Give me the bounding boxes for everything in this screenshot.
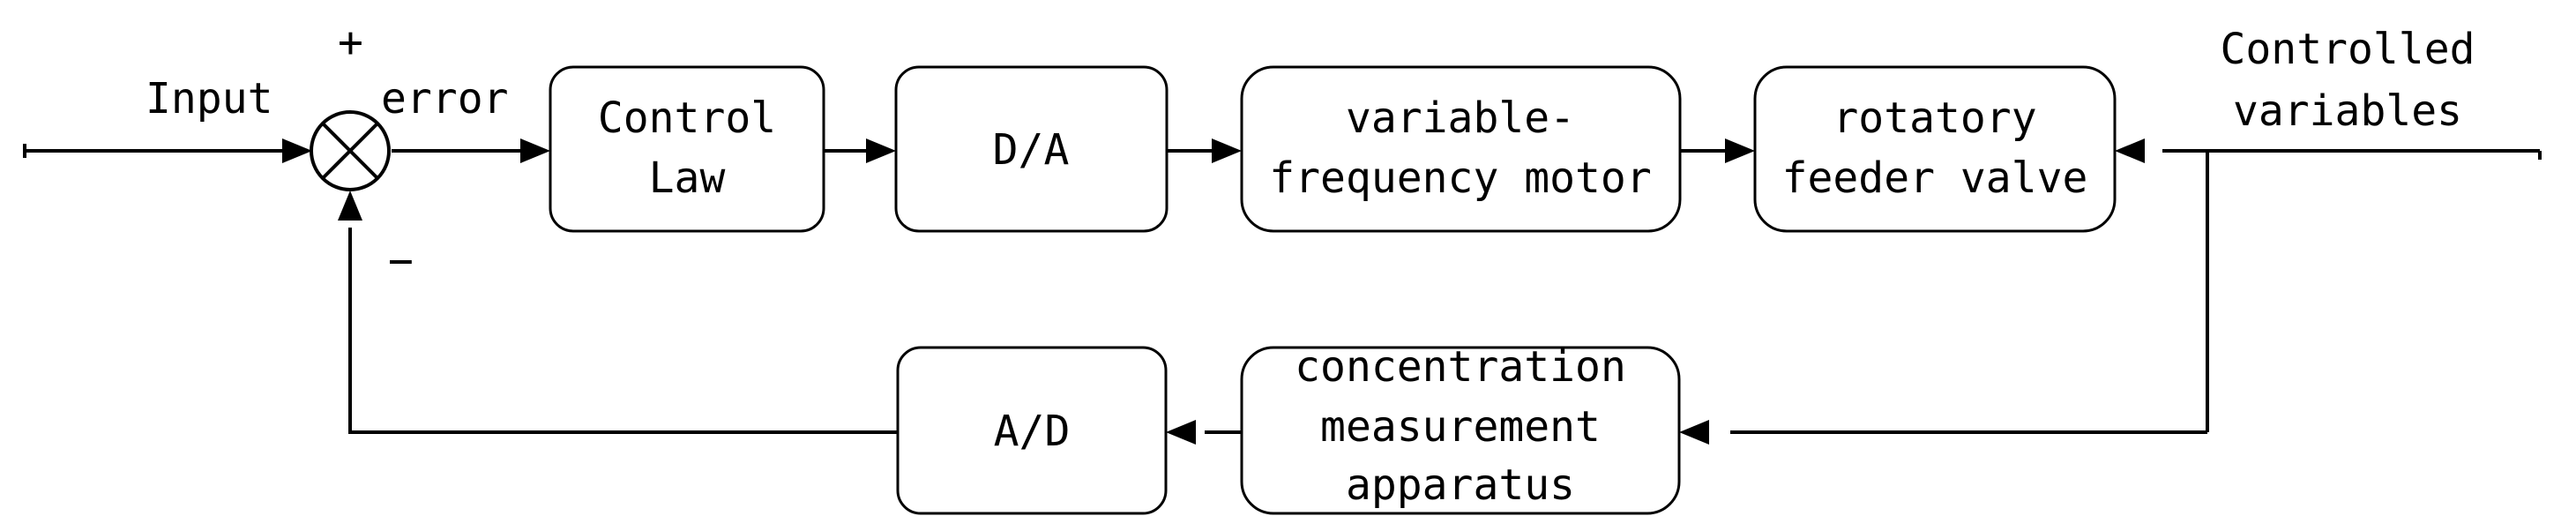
arrow-into-junction-feedback <box>338 191 362 221</box>
rotatory-feeder-valve-block: rotatory feeder valve <box>1753 65 2117 233</box>
motor-label-line2: frequency motor <box>1269 153 1651 203</box>
control-law-block: Control Law <box>549 65 825 233</box>
control-law-label-line2: Law <box>649 153 726 203</box>
plus-sign: + <box>338 18 363 67</box>
sensor-label-line3: apparatus <box>1346 460 1575 510</box>
arrow-into-control-law <box>520 138 550 163</box>
arrow-into-junction <box>282 138 312 163</box>
variable-frequency-motor-block: variable- frequency motor <box>1240 65 1682 233</box>
ad-to-junction-line <box>348 228 898 434</box>
arrow-into-ad <box>1166 420 1196 445</box>
summing-junction <box>310 110 391 191</box>
arrow-into-valve <box>1725 138 1755 163</box>
minus-sign: − <box>388 236 414 286</box>
arrow-into-valve-from-output <box>2115 138 2145 163</box>
sensor-label-line2: measurement <box>1320 402 1601 452</box>
control-law-label-line1: Control <box>598 93 776 143</box>
error-label: error <box>381 74 509 123</box>
concentration-measurement-apparatus-block: concentration measurement apparatus <box>1240 342 1681 515</box>
sensor-label-line1: concentration <box>1295 342 1626 392</box>
input-label: Input <box>146 74 273 123</box>
controlled-variables-label-line1: Controlled <box>2221 25 2475 74</box>
valve-label-line2: feeder valve <box>1782 153 2088 203</box>
valve-label-line1: rotatory <box>1833 93 2036 143</box>
ad-label: A/D <box>994 407 1071 456</box>
controlled-variables-label-line2: variables <box>2233 86 2462 136</box>
arrow-into-da <box>866 138 896 163</box>
arrow-into-sensor <box>1679 420 1709 445</box>
ad-converter-block: A/D <box>896 346 1168 515</box>
da-converter-block: D/A <box>894 65 1169 233</box>
arrow-into-motor <box>1212 138 1242 163</box>
motor-label-line1: variable- <box>1346 93 1575 143</box>
da-label: D/A <box>993 125 1070 175</box>
